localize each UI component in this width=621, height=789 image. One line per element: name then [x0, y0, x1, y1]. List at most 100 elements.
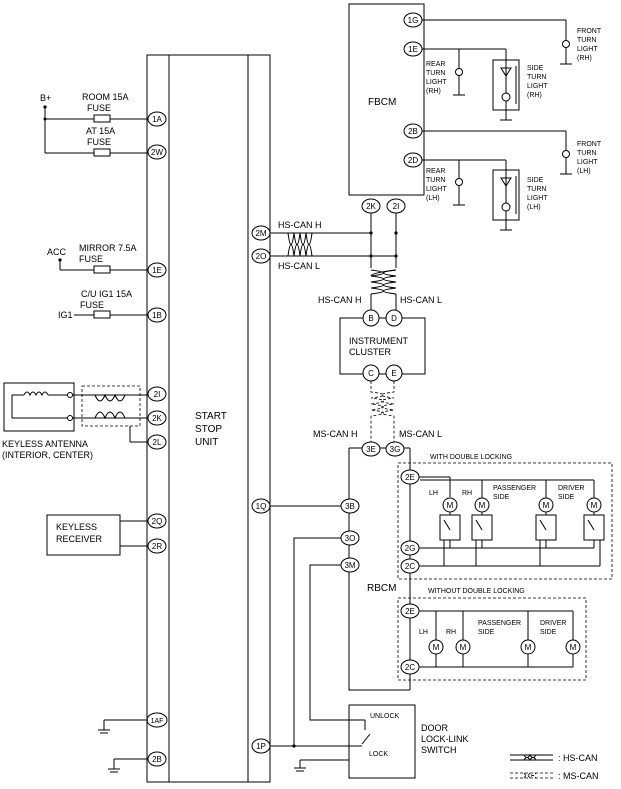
svg-text:LH: LH: [429, 490, 438, 497]
svg-text:M: M: [543, 501, 550, 510]
keyless-receiver: KEYLESS RECEIVER: [46, 514, 148, 556]
ssu-title-2: STOP: [195, 424, 222, 435]
svg-text:(RH): (RH): [577, 55, 592, 62]
legend-hs: : HS-CAN: [558, 753, 598, 763]
ndl-pin-2E: 2E: [400, 603, 420, 619]
cluster-pin-E: E: [385, 364, 403, 382]
svg-text:2K: 2K: [366, 202, 376, 211]
dl-motor-lh: M: [439, 497, 461, 566]
svg-text:REAR: REAR: [426, 168, 445, 175]
dl-pin-2E: 2E: [400, 469, 420, 485]
antenna-label-1: KEYLESS ANTENNA: [2, 439, 88, 449]
svg-text:(RH): (RH): [426, 88, 441, 95]
svg-text:M: M: [570, 643, 577, 652]
mirror-fuse-icon: [93, 265, 111, 274]
svg-text:1P: 1P: [256, 742, 266, 751]
dl-pin-2C: 2C: [400, 558, 420, 574]
svg-text:2E: 2E: [405, 473, 415, 482]
svg-text:TURN: TURN: [577, 150, 596, 157]
svg-text:LIGHT: LIGHT: [527, 83, 548, 90]
svg-text:2B: 2B: [408, 127, 418, 136]
at-fuse-icon: [93, 148, 111, 157]
at-fuse-word: FUSE: [87, 137, 111, 147]
start-stop-unit: START STOP UNIT: [146, 54, 271, 783]
ssu-title-1: START: [195, 411, 227, 422]
svg-text:SIDE: SIDE: [527, 65, 544, 72]
svg-text:LIGHT: LIGHT: [527, 195, 548, 202]
hs-can-ssu-link: HS-CAN H HS-CAN L: [270, 220, 396, 271]
ig1-label: IG1: [58, 310, 73, 320]
ms-can-link: MS-CAN H MS-CAN L: [313, 381, 442, 445]
svg-text:SIDE: SIDE: [558, 494, 575, 501]
svg-text:1G: 1G: [408, 16, 419, 25]
rbcm-pin-3E: 3E: [361, 441, 381, 457]
svg-text:LIGHT: LIGHT: [426, 79, 447, 86]
hs-can-cluster-link: HS-CAN H HS-CAN L: [318, 213, 442, 310]
with-double-locking: WITH DOUBLE LOCKING 2E 2G 2C LH RH PASSE…: [397, 454, 613, 580]
ndl-motor-driver: M: [565, 611, 581, 667]
fbcm: FBCM 1G 1E 2B 2D 2K 2I: [348, 3, 425, 214]
rbcm-label: RBCM: [367, 583, 396, 594]
cu-fuse-word: FUSE: [80, 300, 104, 310]
power-supply-section: B+ ROOM 15A FUSE AT 15A FUSE ACC MIRROR …: [40, 92, 148, 320]
switch-lock-label: LOCK: [369, 751, 388, 758]
acc-label: ACC: [47, 247, 67, 257]
rbcm-pin-3G: 3G: [385, 441, 405, 457]
ndl-motor-passenger: M: [520, 611, 536, 667]
fbcm-rh-lights: FRONT TURN LIGHT (RH) REAR TURN LIGHT (R…: [422, 19, 602, 121]
svg-text:RH: RH: [446, 629, 456, 636]
svg-text:TURN: TURN: [527, 74, 546, 81]
svg-text:TURN: TURN: [577, 37, 596, 44]
svg-text:2D: 2D: [408, 156, 418, 165]
dl-motor-rh: M: [471, 480, 493, 566]
svg-text:2W: 2W: [151, 148, 163, 157]
dl-motor-passenger: M: [535, 480, 557, 566]
ndl-motor-rh: M: [455, 611, 471, 667]
svg-text:2Q: 2Q: [152, 517, 163, 526]
legend-ms: : MS-CAN: [558, 771, 599, 781]
pin-1B: 1B: [147, 307, 167, 323]
ssu-ground-wiring: [98, 719, 148, 773]
svg-text:C: C: [368, 369, 374, 378]
pin-2I: 2I: [147, 386, 167, 402]
svg-text:M: M: [525, 643, 532, 652]
door-lock-link-switch: UNLOCK LOCK DOOR LOCK-LINK SWITCH: [294, 704, 469, 779]
fbcm-lh-lights: FRONT TURN LIGHT (LH) REAR TURN LIGHT (L…: [422, 130, 602, 231]
pin-1E: 1E: [147, 262, 167, 278]
svg-text:PASSENGER: PASSENGER: [493, 485, 536, 492]
switch-label-3: SWITCH: [421, 745, 457, 755]
svg-text:(LH): (LH): [527, 204, 541, 211]
svg-text:TURN: TURN: [426, 70, 445, 77]
svg-text:3O: 3O: [345, 534, 356, 543]
cluster-label-1: INSTRUMENT: [349, 336, 408, 346]
pin-2R: 2R: [147, 538, 167, 554]
svg-text:(LH): (LH): [426, 195, 440, 202]
fbcm-label: FBCM: [368, 97, 396, 108]
svg-text:M: M: [460, 643, 467, 652]
svg-text:1A: 1A: [152, 115, 162, 124]
pin-1Q: 1Q: [251, 498, 271, 514]
svg-text:LIGHT: LIGHT: [426, 186, 447, 193]
rbcm: RBCM 3E 3G 3B 3O 3M: [340, 441, 411, 691]
svg-text:2M: 2M: [255, 229, 266, 238]
svg-text:1E: 1E: [408, 45, 418, 54]
receiver-label-1: KEYLESS: [56, 522, 97, 532]
cu-fuse-icon: [93, 310, 111, 319]
cluster-pin-B: B: [362, 309, 380, 327]
no-double-locking-title: WITHOUT DOUBLE LOCKING: [428, 588, 525, 595]
ssu-left-pins: 1A 2W 1E 1B 2I 2K 2L 2Q 2R 1AF 2B: [146, 111, 168, 767]
svg-text:3B: 3B: [345, 502, 355, 511]
fbcm-pin-2I: 2I: [386, 198, 406, 214]
pin-1P: 1P: [251, 738, 271, 754]
pin-1AF: 1AF: [146, 712, 168, 728]
switch-unlock-label: UNLOCK: [370, 713, 400, 720]
svg-text:SIDE: SIDE: [493, 494, 510, 501]
dl-motor-driver: M: [583, 480, 605, 566]
svg-text:LIGHT: LIGHT: [577, 46, 598, 53]
svg-text:3M: 3M: [344, 561, 355, 570]
fbcm-pin-1E: 1E: [403, 41, 423, 57]
svg-text:M: M: [447, 501, 454, 510]
svg-text:REAR: REAR: [426, 61, 445, 68]
pin-2W: 2W: [147, 144, 167, 160]
